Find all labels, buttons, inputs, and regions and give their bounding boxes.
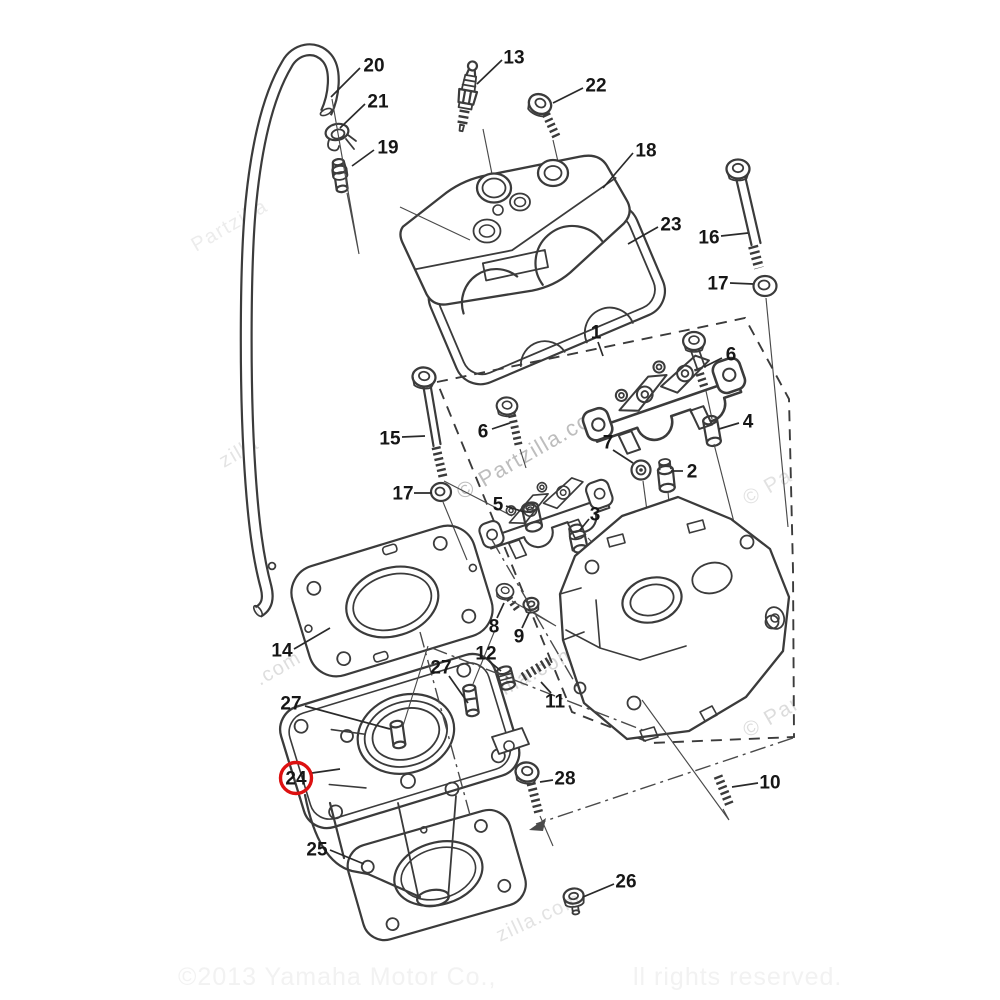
callout-leader-8 (496, 602, 505, 619)
callout-leader-17 (729, 282, 754, 285)
copyright-right: ll rights reserved. (633, 963, 842, 991)
callout-number-8: 8 (489, 617, 500, 638)
callout-leader-3 (579, 518, 590, 531)
callout-leader-16 (720, 232, 749, 237)
callout-leader-6 (703, 357, 723, 368)
callout-number-5: 5 (493, 495, 504, 516)
callout-leader-19 (351, 149, 375, 167)
callout-leader-24 (311, 768, 341, 774)
callout-leader-14 (293, 627, 331, 650)
assembly-center-lines (399, 206, 794, 831)
callout-number-1: 1 (591, 323, 602, 344)
part-valve-guide-2 (656, 458, 676, 494)
boss-4-alignment-line (713, 443, 738, 535)
part-dowel-pin-left (389, 719, 407, 750)
callout-leader-22 (552, 87, 584, 104)
callout-number-21: 21 (367, 92, 389, 113)
watermark-text-5: © Pa (739, 464, 796, 510)
callout-leader-27 (448, 675, 469, 704)
callout-number-19: 19 (377, 138, 398, 159)
part-bolt-6-right (681, 330, 713, 420)
copyright-left: ©2013 Yamaha Motor Co., (178, 963, 496, 991)
callout-leader-27 (304, 705, 391, 730)
callout-number-28: 28 (554, 769, 575, 790)
callout-number-12: 12 (475, 644, 496, 665)
callout-number-15: 15 (379, 429, 401, 450)
callout-number-17: 17 (392, 484, 413, 505)
callout-number-20: 20 (363, 56, 384, 77)
callout-leader-28 (539, 779, 554, 783)
callout-leader-11 (540, 681, 552, 694)
watermark-text-0: Partzilla (188, 195, 272, 256)
part-stud-10 (641, 699, 735, 821)
callout-number-26: 26 (615, 872, 636, 893)
callout-leader-10 (731, 782, 759, 788)
part-bolt-6-left (494, 395, 527, 469)
part-grommet-12 (496, 665, 516, 691)
callout-number-24: 24 (285, 769, 307, 790)
callout-number-27: 27 (280, 694, 301, 715)
callout-number-9: 9 (514, 627, 525, 648)
part-nut-9 (522, 596, 540, 614)
part-base-gasket (346, 808, 527, 942)
callout-leader-26 (582, 883, 615, 898)
part-head-gasket (290, 524, 494, 678)
callout-number-13: 13 (503, 48, 524, 69)
callout-number-6: 6 (726, 345, 737, 366)
callout-leader-15 (401, 435, 426, 438)
callout-number-27: 27 (430, 658, 451, 679)
part-bolt-16 (725, 158, 764, 270)
part-washer-17-left (429, 481, 468, 561)
group-1-dashed-box (435, 316, 795, 744)
callout-number-7: 7 (603, 433, 614, 454)
callout-leader-23 (627, 226, 659, 245)
callout-leader-1 (597, 341, 604, 357)
callout-number-16: 16 (698, 228, 719, 249)
part-nut-26 (562, 887, 585, 916)
part-hose-joint (331, 157, 349, 194)
hose-fitment-lines (331, 98, 360, 255)
part-cylinder-head (558, 495, 791, 742)
callout-number-2: 2 (687, 462, 698, 483)
part-washer-17-right (752, 274, 789, 528)
callout-leader-12 (488, 660, 502, 672)
callout-number-22: 22 (585, 76, 606, 97)
watermark-text-7: zilla.com (493, 888, 585, 947)
callout-number-23: 23 (660, 215, 681, 236)
callout-leader-13 (476, 59, 503, 85)
callout-leader-6 (491, 422, 511, 430)
callout-leader-9 (521, 612, 530, 629)
callout-number-17: 17 (707, 274, 728, 295)
dowel-alignment-lines (402, 629, 496, 727)
callout-leader-21 (339, 103, 366, 129)
callout-number-6: 6 (478, 422, 489, 443)
part-bolt-15 (409, 364, 513, 517)
part-spark-plug (457, 60, 479, 133)
callout-leader-7 (612, 449, 634, 464)
part-dowel-pin-right (462, 683, 480, 718)
callout-number-14: 14 (271, 641, 293, 662)
callout-leader-18 (602, 152, 634, 189)
highlight-circle-24 (278, 760, 314, 796)
part-breather-hose (239, 43, 340, 618)
callout-number-4: 4 (743, 412, 754, 433)
part-cylinder-head-cover (399, 154, 631, 315)
part-bolt-8 (493, 581, 557, 627)
callout-number-11: 11 (545, 692, 566, 713)
callout-leader-25 (329, 849, 365, 865)
part-lifter-5 (520, 501, 544, 533)
callout-number-18: 18 (635, 141, 656, 162)
callout-number-3: 3 (590, 505, 601, 526)
part-bolt-28 (512, 759, 554, 847)
callout-number-25: 25 (306, 840, 328, 861)
callout-leader-20 (330, 67, 361, 98)
callout-number-10: 10 (759, 773, 780, 794)
callout-leader-4 (718, 422, 740, 430)
callout-leader-5 (505, 505, 525, 513)
